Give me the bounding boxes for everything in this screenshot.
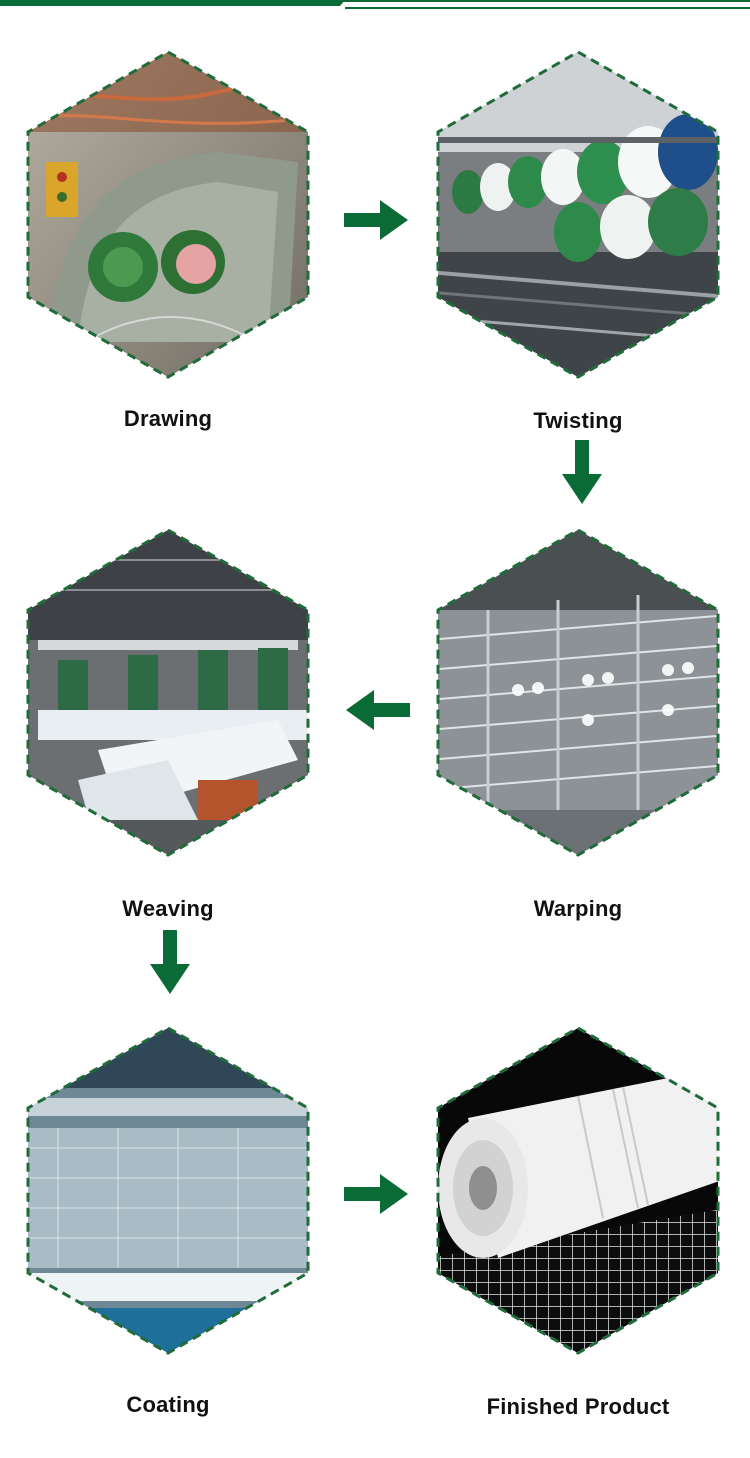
step-label: Twisting <box>533 408 623 433</box>
drawing-machine-photo <box>28 52 308 377</box>
arrow-right-icon <box>344 198 410 242</box>
step-label: Drawing <box>123 406 213 431</box>
top-banner-bar <box>0 0 750 10</box>
step-label: Warping <box>533 896 623 921</box>
coating-line-photo <box>28 1028 308 1353</box>
hexagon-frame <box>18 1018 318 1363</box>
hexagon-frame <box>428 1018 728 1363</box>
arrow-down-icon <box>560 440 604 506</box>
warping-creel-photo <box>438 530 718 855</box>
step-label: Coating <box>126 1392 210 1417</box>
arrow-right-icon <box>344 1172 410 1216</box>
step-label: Weaving <box>122 896 214 921</box>
weaving-looms-photo <box>28 530 308 855</box>
arrow-down-icon <box>148 930 192 996</box>
step-label: Finished Product <box>486 1394 670 1419</box>
hexagon-frame <box>18 42 318 387</box>
hexagon-frame <box>428 42 728 387</box>
mesh-roll-photo <box>438 1028 718 1353</box>
hexagon-frame <box>18 520 318 865</box>
twisting-bobbins-photo <box>438 52 718 377</box>
hexagon-frame <box>428 520 728 865</box>
arrow-left-icon <box>344 688 410 732</box>
